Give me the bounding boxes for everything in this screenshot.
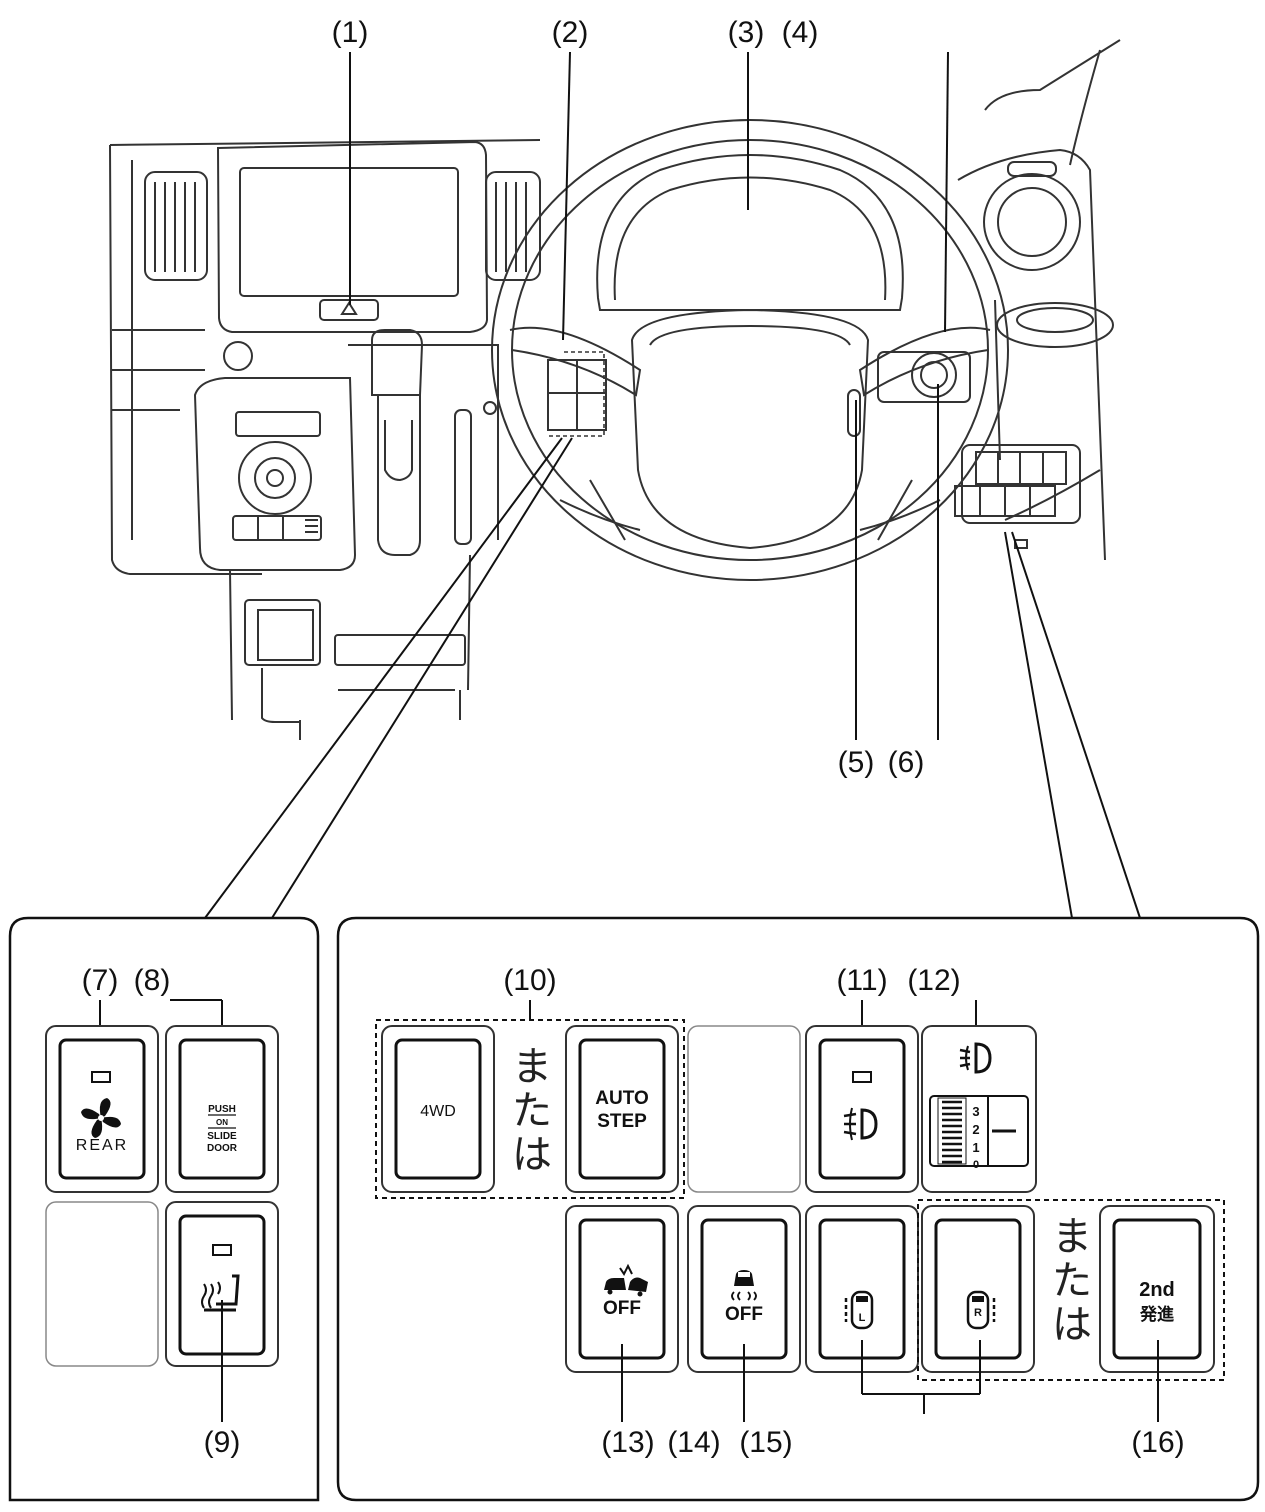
callout-6: (6) (888, 746, 925, 779)
callout-9: (9) (204, 1426, 241, 1459)
callout-16: (16) (1131, 1426, 1184, 1459)
callout-12: (12) (907, 964, 960, 997)
callout-1: (1) (332, 16, 369, 49)
start-label: 発進 (1139, 1304, 1174, 1324)
callout-2: (2) (552, 16, 589, 49)
rear-fan-icon (81, 1098, 121, 1138)
callout-8: (8) (134, 964, 171, 997)
dashboard-sketch (109, 39, 1121, 740)
fog-lamp-switch[interactable] (805, 1025, 919, 1193)
door-right-label: R (974, 1307, 982, 1319)
connector-vertical: または (1052, 1214, 1092, 1348)
callout-14: (14) (667, 1426, 720, 1459)
door-left-icon: L (844, 1290, 874, 1330)
on-label: ON (216, 1118, 228, 1127)
callout-3: (3) (728, 16, 765, 49)
rear-label: REAR (76, 1137, 128, 1154)
callout-5: (5) (838, 746, 875, 779)
blank-switch-cover-2 (687, 1025, 801, 1193)
right-door-switch[interactable]: R (921, 1205, 1035, 1373)
slide-door-switch[interactable]: PUSH ON SLIDE DOOR (165, 1025, 279, 1193)
callout-10: (10) (503, 964, 556, 997)
door-label: DOOR (207, 1143, 238, 1154)
callout-11: (11) (836, 964, 887, 997)
auto-label: AUTO (595, 1088, 648, 1109)
slide-label: SLIDE (207, 1131, 237, 1142)
group-10-outline (375, 1019, 685, 1199)
door-right-icon: R (966, 1290, 996, 1330)
seat-heater-switch[interactable] (165, 1201, 279, 1367)
second-label: 2nd (1139, 1279, 1175, 1301)
esp-off-switch[interactable]: OFF (687, 1205, 801, 1373)
push-label: PUSH (208, 1104, 236, 1115)
rear-fan-switch[interactable]: REAR (45, 1025, 159, 1193)
group-door-outline (917, 1199, 1225, 1381)
esp-off-icon (731, 1270, 757, 1301)
door-left-label: L (859, 1312, 866, 1324)
headlamp-level-icon (959, 1042, 992, 1074)
collision-off-switch[interactable]: OFF (565, 1205, 679, 1373)
fourwd-label: 4WD (420, 1103, 456, 1120)
top-leader-lines (204, 51, 1141, 919)
left-switch-panel: (7) (8) REAR PUSH ON S (8, 916, 320, 1502)
callout-15: (15) (739, 1426, 792, 1459)
connector-text-2: または (1052, 1214, 1092, 1348)
esp-off-label: OFF (725, 1304, 763, 1325)
dial-3: 3 (972, 1104, 979, 1119)
right-switch-panel: (10) 4WD または AUTO STEP (11) (12) (336, 916, 1260, 1502)
headlamp-level-dial[interactable]: 3 2 1 0 (921, 1025, 1037, 1193)
dial-1: 1 (972, 1140, 979, 1155)
dial-2: 2 (972, 1122, 979, 1137)
connector-text-1a: または (512, 1044, 552, 1178)
blank-switch-cover (45, 1201, 159, 1367)
connector-vertical: または (512, 1044, 552, 1178)
collision-off-icon (604, 1263, 648, 1297)
dial-0: 0 (973, 1159, 979, 1171)
fog-lamp-icon (843, 1107, 878, 1141)
auto-step-switch[interactable]: AUTO STEP (565, 1025, 679, 1193)
collision-off-label: OFF (603, 1298, 641, 1319)
callout-4: (4) (782, 16, 819, 49)
seat-heater-icon (201, 1274, 240, 1312)
second-start-switch[interactable]: 2nd 発進 (1099, 1205, 1215, 1373)
fourwd-switch[interactable]: 4WD (381, 1025, 495, 1193)
callout-7: (7) (82, 964, 119, 997)
step-label: STEP (597, 1111, 647, 1132)
callout-13: (13) (601, 1426, 654, 1459)
